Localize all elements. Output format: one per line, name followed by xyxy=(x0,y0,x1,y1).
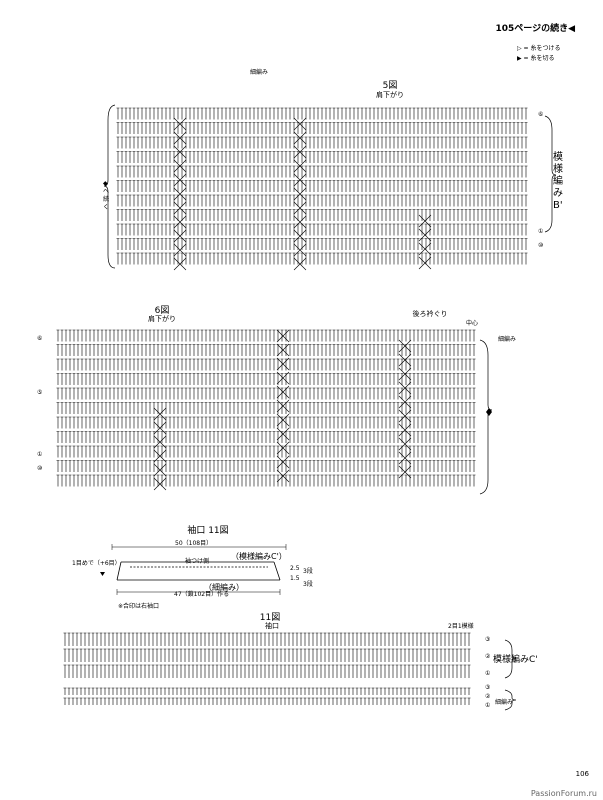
cuff-title: 袖口 11図 xyxy=(187,526,229,536)
fig6-fine-label: 細編み xyxy=(498,336,517,343)
legend-cut: ▶ = 糸を切る xyxy=(517,55,555,62)
cuff-bottom-dim: 47（鎖102目）作る xyxy=(174,591,230,598)
fig5-row-6: ⑥ xyxy=(538,111,544,118)
fig5-side-label: 模様編みB' xyxy=(553,152,563,211)
fig11-one-pattern: 2目1模様 xyxy=(448,623,474,630)
fig11-right-bracket xyxy=(504,639,517,679)
fig5-chart xyxy=(116,107,528,271)
fig11-chart xyxy=(63,632,471,705)
fig5-left-label: ◆へ続く xyxy=(103,180,110,211)
cuff-h2: 1.5 xyxy=(290,575,300,582)
fig6-neck-label: 後ろ衿ぐり xyxy=(412,310,448,318)
fig11-row-3b: ③ xyxy=(485,684,491,691)
cuff-r1: 3段 xyxy=(303,568,313,575)
cuff-r2: 3段 xyxy=(303,581,313,588)
page-number: 106 xyxy=(575,770,589,778)
fig5-left-bracket xyxy=(103,104,116,269)
cuff-fine: （細編み） xyxy=(204,583,244,592)
fig5-row-1: ① xyxy=(538,228,544,235)
fig11-title: 11図 xyxy=(259,613,281,623)
fig6-subtitle: 肩下がり xyxy=(148,315,176,323)
continued-header: 105ページの続き◀ xyxy=(495,24,575,34)
fig11-right-bracket-2 xyxy=(504,689,517,711)
fig5-subtitle: 肩下がり xyxy=(376,91,404,99)
fig11-row-1b: ① xyxy=(485,702,491,709)
fig11-row-2b: ② xyxy=(485,693,491,700)
cuff-note: ※合印は右袖口 xyxy=(118,603,160,610)
fig11-row-2a: ② xyxy=(485,653,491,660)
cuff-top-dim: 50（108目） xyxy=(175,540,213,547)
cuff-sewing-side: 袖つけ側 xyxy=(185,558,210,565)
fig5-row-10: ⑩ xyxy=(538,242,544,249)
fig6-right-bracket xyxy=(479,339,493,495)
legend: ▷ = 糸をつける ▶ = 糸を切る xyxy=(517,44,560,64)
fig6-center-label: 中心 xyxy=(466,320,479,327)
cuff-h1: 2.5 xyxy=(290,565,300,572)
fig6-row-1: ① xyxy=(37,451,43,458)
fig6-title: 6図 xyxy=(154,306,170,316)
fig6-row-10: ⑩ xyxy=(37,465,43,472)
fig11-row-3a: ③ xyxy=(485,636,491,643)
fig6-row-5: ⑤ xyxy=(37,389,43,396)
legend-attach: ▷ = 糸をつける xyxy=(517,45,561,52)
cuff-pattern: （模様編みC'） xyxy=(231,552,287,561)
fig11-side-label: 模様編みC' xyxy=(493,655,538,665)
diamond-marker xyxy=(486,408,492,416)
fig11-subtitle: 袖口 xyxy=(265,622,279,630)
cuff-pickup: 1目めで（+6目） xyxy=(72,560,121,567)
heart-marker xyxy=(100,572,105,576)
cuff-schematic xyxy=(111,544,287,595)
fig6-row-6: ⑥ xyxy=(37,335,43,342)
fig5-title: 5図 xyxy=(382,81,398,91)
fig5-fine-label: 細編み xyxy=(250,69,269,76)
fig11-row-1a: ① xyxy=(485,670,491,677)
fig6-chart xyxy=(56,329,476,491)
fig11-fine-label: 細編み xyxy=(495,699,514,706)
watermark: PassionForum.ru xyxy=(530,789,597,798)
fig5-right-bracket xyxy=(544,115,557,233)
